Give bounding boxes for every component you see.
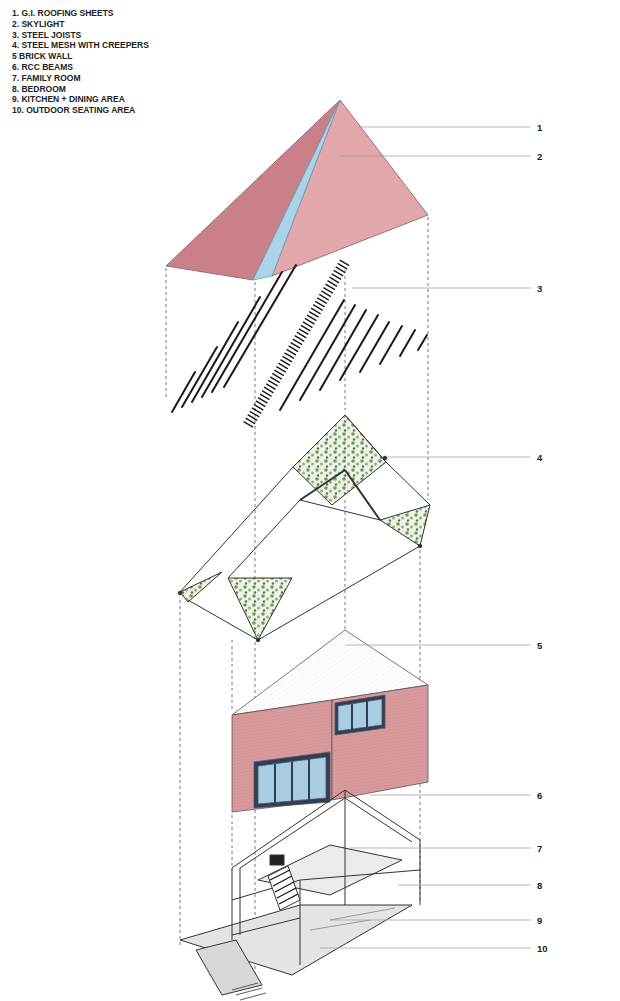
- rcc-frame: [180, 790, 420, 1000]
- legend-item: 9. KITCHEN + DINING AREA: [12, 94, 125, 104]
- legend-item: 7. FAMILY ROOM: [12, 73, 81, 83]
- steel-mesh: [178, 415, 430, 642]
- legend-item: 4. STEEL MESH WITH CREEPERS: [12, 40, 149, 50]
- legend-item: 2. SKYLIGHT: [12, 19, 64, 29]
- legend-item: 5 BRICK WALL: [12, 51, 72, 61]
- callout-number: 10: [537, 943, 548, 954]
- callout-number: 4: [537, 452, 542, 463]
- brick-house: [232, 630, 428, 812]
- callout-number: 8: [537, 880, 542, 891]
- legend-item: 3. STEEL JOISTS: [12, 30, 81, 40]
- callout-number: 9: [537, 915, 542, 926]
- callout-number: 1: [537, 122, 542, 133]
- callout-number: 6: [537, 790, 542, 801]
- leader-lines: [320, 127, 531, 948]
- legend-item: 8. BEDROOM: [12, 84, 66, 94]
- callout-number: 2: [537, 151, 542, 162]
- callout-number: 5: [537, 640, 542, 651]
- legend-item: 10. OUTDOOR SEATING AREA: [12, 105, 135, 115]
- steel-joists: [172, 262, 427, 425]
- legend-item: 1. G.I. ROOFING SHEETS: [12, 8, 114, 18]
- legend-item: 6. RCC BEAMS: [12, 62, 73, 72]
- callout-number: 3: [537, 283, 542, 294]
- callout-number: 7: [537, 843, 542, 854]
- projection-lines: [166, 217, 428, 990]
